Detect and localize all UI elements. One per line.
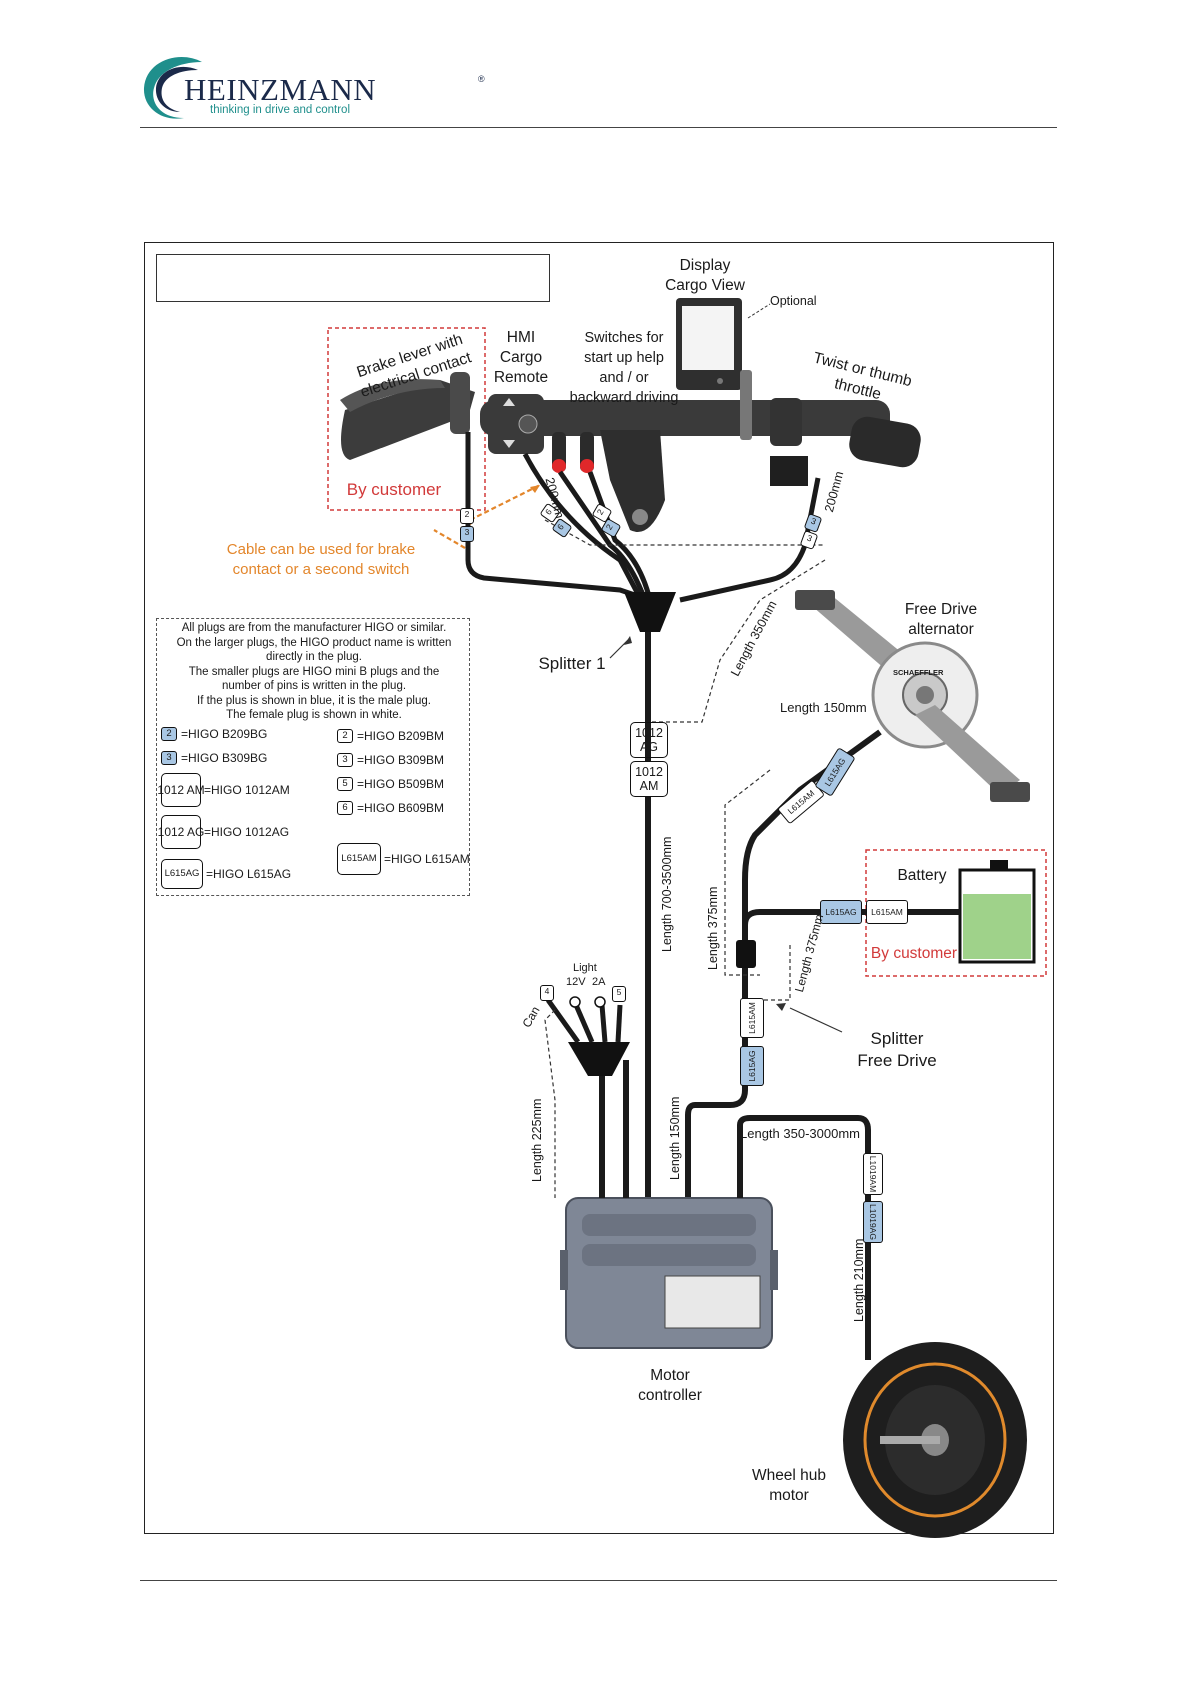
- display-icon: [676, 298, 752, 440]
- plug-1012am-tag: 1012 AM: [630, 761, 668, 797]
- plug-tag-light: 5: [612, 986, 626, 1002]
- switches-icon: [552, 432, 594, 473]
- wheel-hub-motor-icon: [843, 1342, 1027, 1538]
- splitter-2-icon: [568, 1042, 630, 1076]
- length-150-alt-label: Length 150mm: [780, 700, 867, 715]
- diagram-frame: [144, 242, 1054, 1534]
- schaeffler-label: SCHAEFFLER: [893, 668, 944, 677]
- length-375-a-label: Length 375mm: [706, 886, 720, 970]
- plug-l615am-splitter-tag: L615AM: [740, 998, 764, 1038]
- plug-tag-can: 4: [540, 985, 554, 1001]
- plug-l615ag-splitter-tag: L615AG: [740, 1046, 764, 1086]
- company-logo: HEINZMANN ® thinking in drive and contro…: [140, 52, 485, 122]
- legend-item-b209bm: 2=HIGO B209BM: [337, 729, 444, 743]
- legend-item-b309bg: 3=HIGO B309BG: [161, 751, 267, 765]
- legend-item-b209bg: 2=HIGO B209BG: [161, 727, 267, 741]
- brand-tagline: thinking in drive and control: [210, 104, 350, 116]
- light-2a-label: 2A: [592, 976, 606, 988]
- length-350-3000-label: Length 350-3000mm: [740, 1126, 860, 1141]
- plug-l615ag-batt-tag: L615AG: [820, 900, 862, 924]
- length-210-label: Length 210mm: [852, 1238, 866, 1322]
- motor-controller-icon: [560, 1197, 778, 1349]
- legend-item-1012am: 1012 AM=HIGO 1012AM: [157, 773, 290, 807]
- battery-by-customer-label: By customer: [870, 945, 958, 962]
- plug-l1019ag-tag: L1019AG: [863, 1201, 883, 1243]
- splitter-1-label: Splitter 1: [538, 654, 606, 673]
- splitter-1-icon: [624, 592, 676, 632]
- footer-rule: [140, 1580, 1057, 1581]
- header-rule: [140, 127, 1057, 128]
- legend-item-l615ag: L615AG=HIGO L615AG: [161, 859, 291, 889]
- handlebar-icon: [480, 398, 921, 532]
- hmi-remote-icon: [488, 394, 544, 454]
- brand-name: HEINZMANN: [184, 72, 377, 107]
- legend-item-b509bm: 5=HIGO B509BM: [337, 777, 444, 791]
- legend-item-1012ag: 1012 AG=HIGO 1012AG: [158, 815, 289, 849]
- battery-icon: [958, 860, 1036, 964]
- plug-legend: All plugs are from the manufacturer HIGO…: [156, 618, 470, 896]
- plug-tag-2-white: 2: [460, 508, 474, 524]
- brake-lever-icon: [340, 372, 475, 460]
- legend-item-b309bm: 3=HIGO B309BM: [337, 753, 444, 767]
- caption-box: [156, 254, 550, 302]
- plug-tag-3-blue: 3: [460, 526, 474, 542]
- length-150-ctrl-label: Length 150mm: [668, 1096, 682, 1180]
- length-225-label: Length 225mm: [530, 1098, 544, 1182]
- plug-l1019am-tag: L1019AM: [863, 1153, 883, 1195]
- light-label: Light: [573, 962, 597, 974]
- battery-label: Battery: [897, 867, 947, 884]
- brake-by-customer-label: By customer: [346, 480, 442, 499]
- legend-note: All plugs are from the manufacturer HIGO…: [176, 622, 452, 721]
- length-700-3500-label: Length 700-3500mm: [660, 836, 674, 952]
- legend-item-b609bm: 6=HIGO B609BM: [337, 801, 444, 815]
- logo-swoosh-icon: [143, 57, 202, 119]
- plug-1012ag-tag: 1012 AG: [630, 722, 668, 758]
- legend-item-l615am: L615AM=HIGO L615AM: [337, 843, 470, 875]
- light-12v-label: 12V: [566, 976, 586, 988]
- optional-label: Optional: [770, 294, 817, 308]
- free-drive-alternator-icon: [795, 590, 1030, 802]
- plug-l615am-batt-tag: L615AM: [866, 900, 908, 924]
- registered-mark: ®: [478, 74, 485, 84]
